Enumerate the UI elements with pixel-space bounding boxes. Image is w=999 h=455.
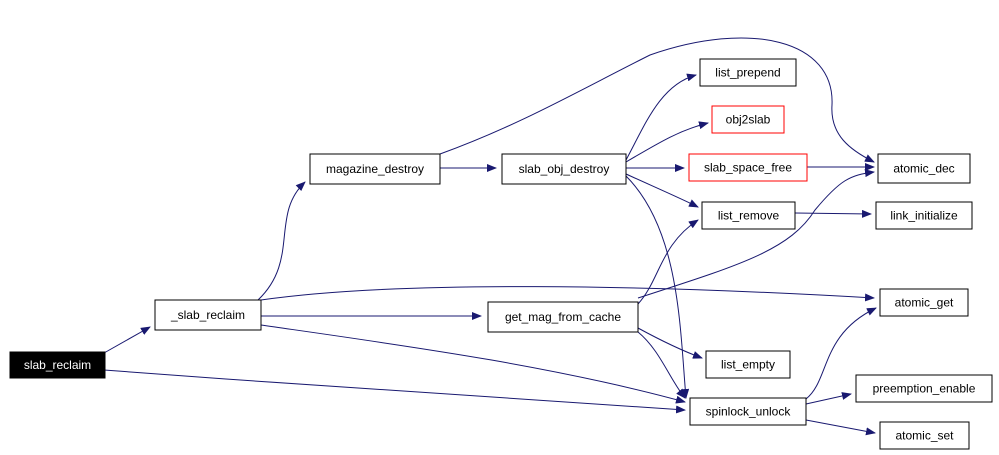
node-box <box>855 374 993 403</box>
node-label: list_empty <box>721 358 775 372</box>
node-box <box>879 288 969 317</box>
node-box <box>699 58 797 87</box>
edge-magazine-destroy-to-atomic-dec <box>439 37 875 163</box>
node-spinlock-unlock[interactable]: spinlock_unlock <box>689 397 807 426</box>
node-get-mag-from-cache[interactable]: get_mag_from_cache <box>487 301 639 333</box>
node-label: atomic_set <box>895 429 954 443</box>
node-atomic-dec[interactable]: atomic_dec <box>877 153 971 184</box>
node-box <box>501 153 627 185</box>
node-magazine-destroy[interactable]: magazine_destroy <box>309 153 441 185</box>
node-list-remove[interactable]: list_remove <box>701 201 796 230</box>
node-label: preemption_enable <box>873 382 976 396</box>
edge-get-mag-from-cache-to-list-empty <box>637 327 703 359</box>
node-inner-slab-reclaim[interactable]: _slab_reclaim <box>154 299 262 331</box>
edge-slab-obj-destroy-to-obj2slab <box>625 121 709 163</box>
edge--slab-reclaim-to-magazine-destroy <box>257 181 306 301</box>
edge-slab-reclaim-to-spinlock-unlock <box>103 369 686 414</box>
node-slab-reclaim[interactable]: slab_reclaim <box>9 351 106 379</box>
node-label: atomic_dec <box>893 162 954 176</box>
edge--slab-reclaim-to-atomic-get <box>260 286 875 302</box>
edge--slab-reclaim-to-spinlock-unlock <box>260 324 686 404</box>
node-label: magazine_destroy <box>326 162 424 176</box>
node-label: slab_space_free <box>704 161 792 175</box>
node-box <box>705 350 791 379</box>
edge-spinlock-unlock-to-preemption-enable <box>805 392 852 405</box>
node-list-empty[interactable]: list_empty <box>705 350 791 379</box>
node-obj2slab[interactable]: obj2slab <box>711 105 785 134</box>
node-label: slab_reclaim <box>24 358 91 372</box>
node-box <box>877 153 971 184</box>
node-box <box>875 201 973 230</box>
edge-slab-obj-destroy-to-list-remove <box>625 173 699 208</box>
node-label: _slab_reclaim <box>170 308 245 322</box>
node-preemption-enable[interactable]: preemption_enable <box>855 374 993 403</box>
node-box <box>688 153 808 182</box>
node-box <box>879 421 970 450</box>
edge-spinlock-unlock-to-atomic-set <box>805 419 876 436</box>
node-slab-obj-destroy[interactable]: slab_obj_destroy <box>501 153 627 185</box>
node-box <box>154 299 262 331</box>
node-box <box>701 201 796 230</box>
node-label: list_remove <box>718 209 780 223</box>
node-box <box>487 301 639 333</box>
node-atomic-get[interactable]: atomic_get <box>879 288 969 317</box>
node-box <box>309 153 441 185</box>
node-label: slab_obj_destroy <box>519 162 610 176</box>
nodes: slab_reclaim _slab_reclaim magazine_destro… <box>9 58 993 450</box>
node-label: list_prepend <box>715 66 780 80</box>
node-label: spinlock_unlock <box>706 405 792 419</box>
node-label: obj2slab <box>726 113 771 127</box>
edge-slab-obj-destroy-to-list-prepend <box>625 73 697 161</box>
edges <box>103 37 877 436</box>
node-slab-space-free[interactable]: slab_space_free <box>688 153 808 182</box>
node-box <box>689 397 807 426</box>
edge-list-remove-to-link-initialize <box>794 209 872 218</box>
node-link-initialize[interactable]: link_initialize <box>875 201 973 230</box>
node-atomic-set[interactable]: atomic_set <box>879 421 970 450</box>
edge-get-mag-from-cache-to-list-remove <box>637 219 699 305</box>
edge-slab-obj-destroy-to-spinlock-unlock <box>625 175 690 399</box>
edge-spinlock-unlock-to-atomic-get <box>805 307 877 400</box>
node-box <box>9 351 106 379</box>
node-label: get_mag_from_cache <box>505 310 621 324</box>
node-box <box>711 105 785 134</box>
edge-get-mag-from-cache-to-atomic-dec <box>637 169 875 299</box>
node-label: atomic_get <box>895 296 954 310</box>
node-label: link_initialize <box>890 209 958 223</box>
node-list-prepend[interactable]: list_prepend <box>699 58 797 87</box>
edge-get-mag-from-cache-to-spinlock-unlock <box>637 331 686 399</box>
edge-slab-reclaim-to--slab-reclaim <box>103 326 151 354</box>
